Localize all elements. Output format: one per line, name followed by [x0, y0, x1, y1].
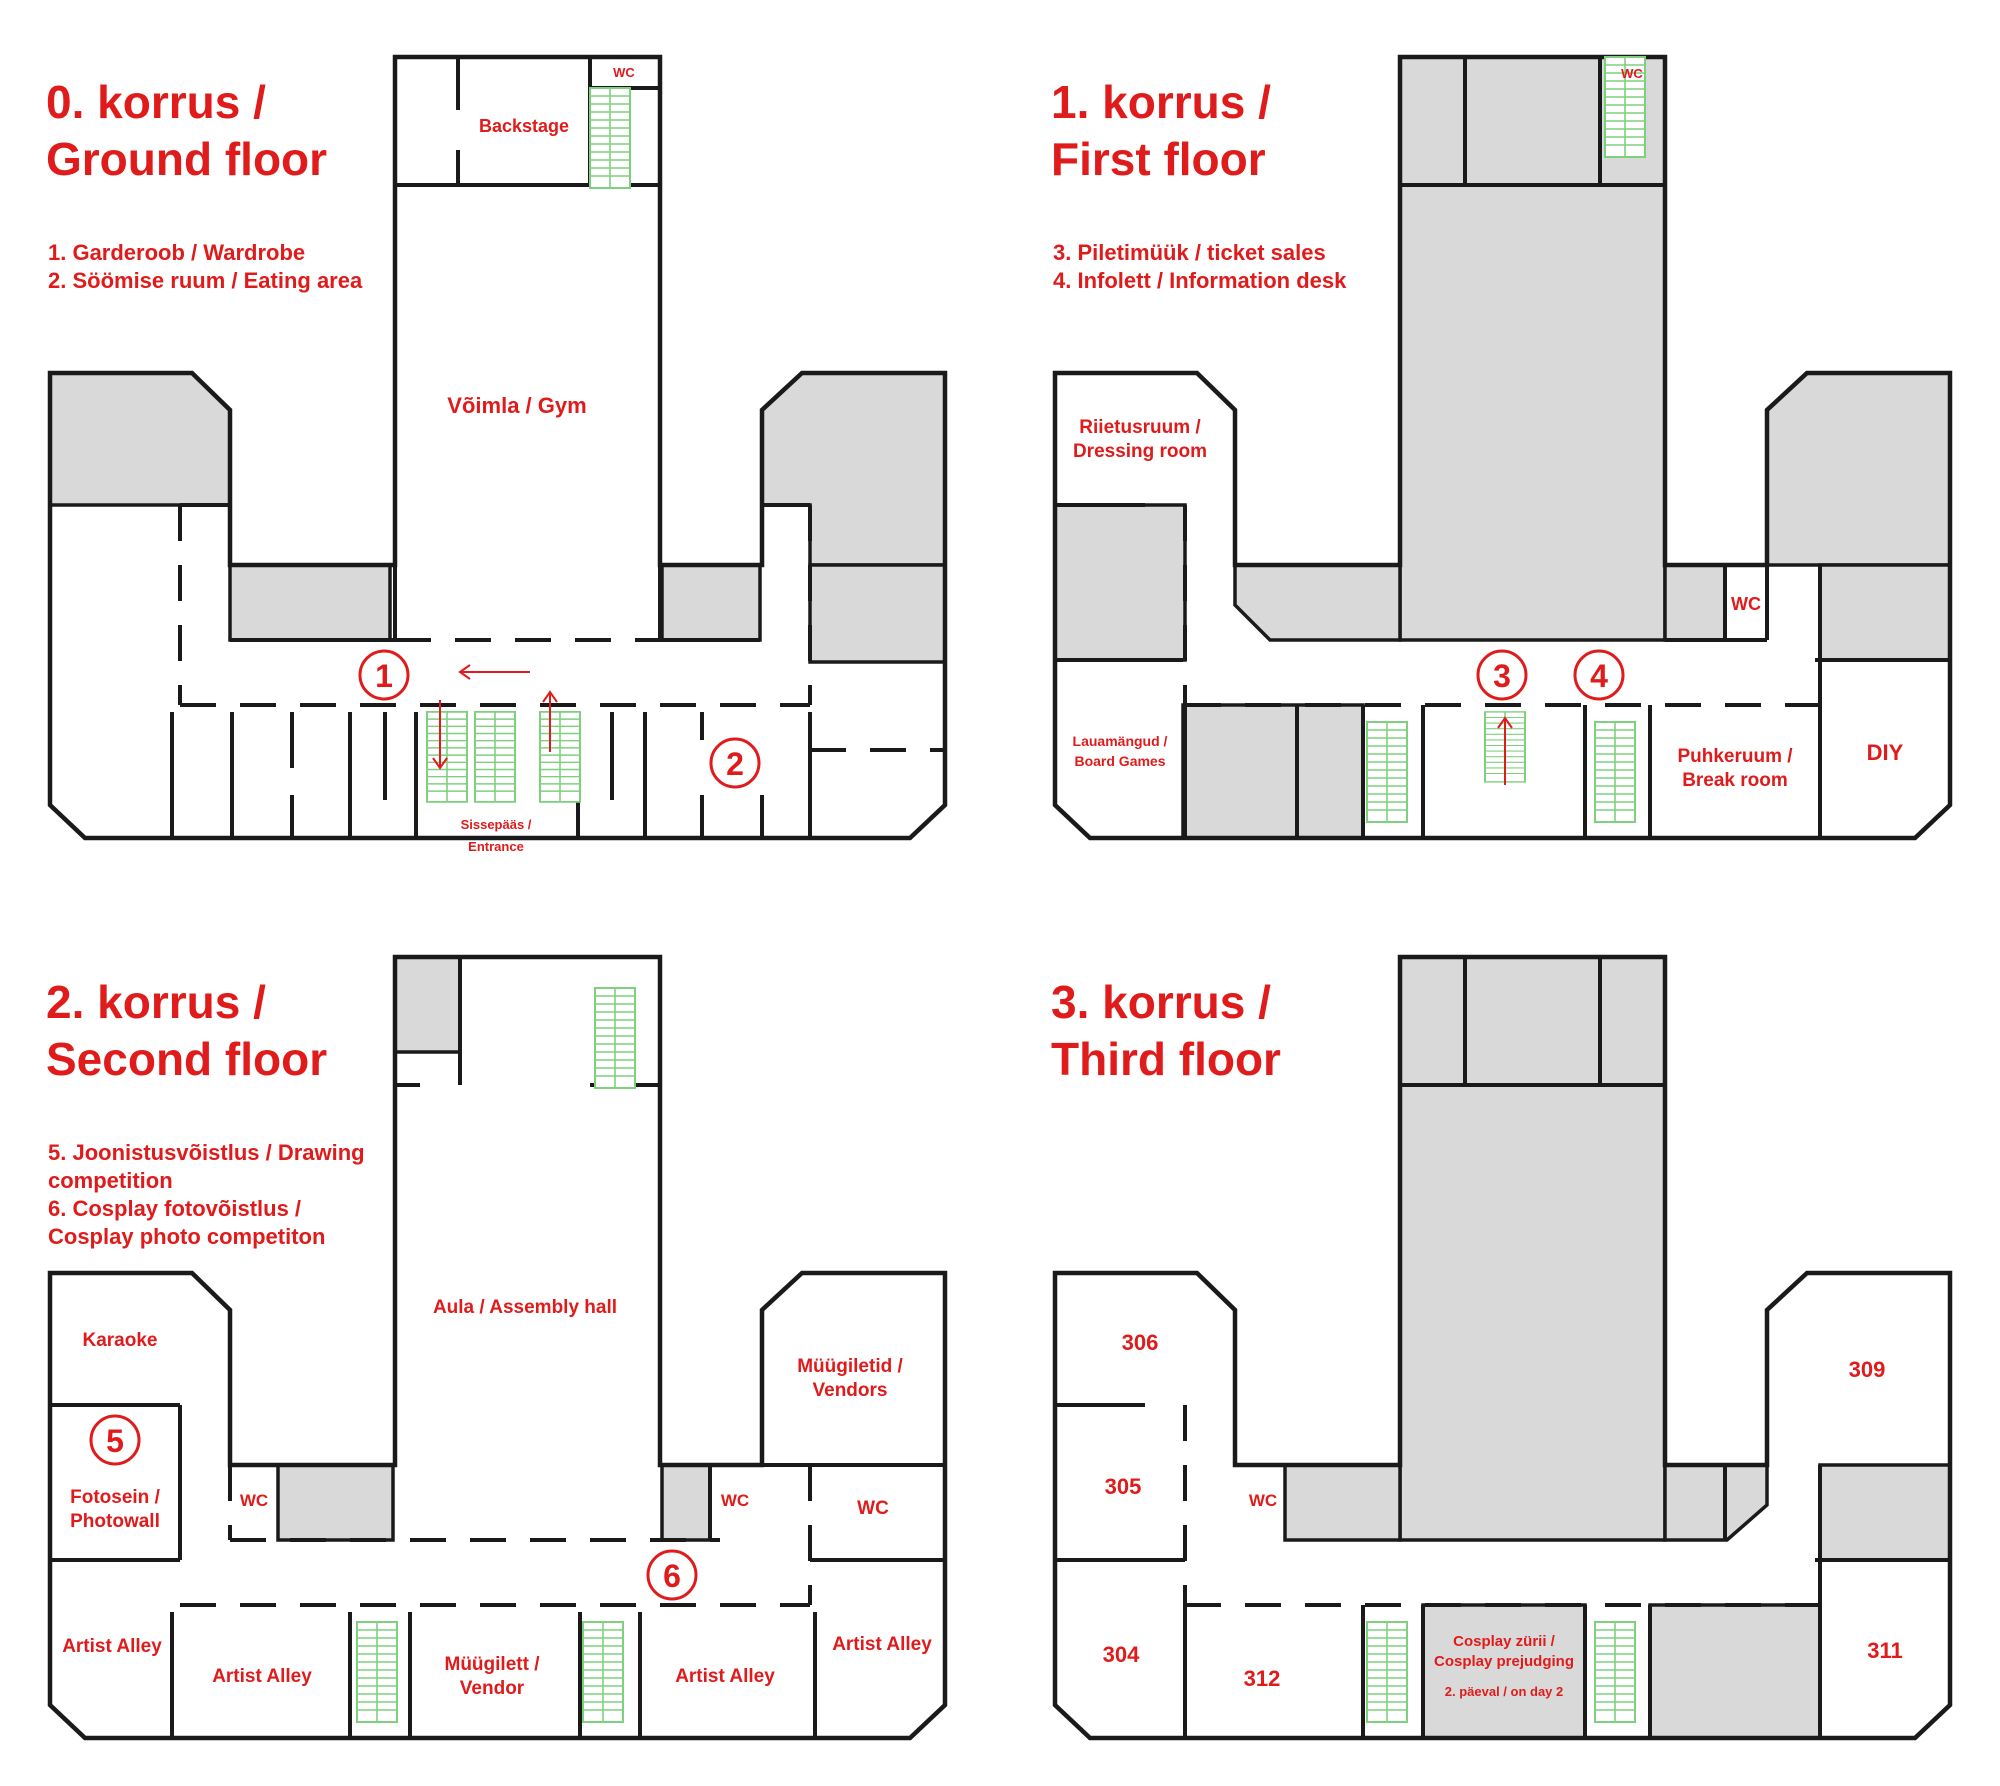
room-artist-alley-right: Artist Alley [832, 1634, 932, 1655]
ground-floor-title: 0. korrus / [46, 76, 266, 128]
first-legend-1: 3. Piletimüük / ticket sales [1053, 240, 1326, 265]
room-wc: WC [613, 65, 635, 80]
room-311: 311 [1867, 1638, 1903, 1663]
entrance-label-en: Entrance [468, 839, 524, 854]
svg-text:6: 6 [663, 1558, 681, 1594]
room-board-games: Lauamängud / [1073, 733, 1168, 749]
marker-5-drawing-competition: 5 [89, 1414, 141, 1466]
room-artist-alley-mid: Artist Alley [675, 1666, 775, 1687]
svg-text:2: 2 [726, 746, 744, 782]
marker-1-wardrobe: 1 [358, 649, 410, 701]
marker-4-info-desk: 4 [1573, 649, 1625, 701]
room-gym: Võimla / Gym [447, 393, 586, 418]
second-floor-plan: 2. korrus / Second floor 5. Joonistusvõi… [46, 954, 948, 1741]
ground-floor-title-en: Ground floor [46, 133, 327, 185]
room-dressing: Riietusruum / [1079, 417, 1201, 438]
room-309: 309 [1849, 1357, 1886, 1382]
third-floor-title: 3. korrus / [1051, 976, 1271, 1028]
third-floor-title-en: Third floor [1051, 1033, 1281, 1085]
second-legend-1: 5. Joonistusvõistlus / Drawing [48, 1140, 365, 1165]
marker-2-eating-area: 2 [709, 737, 761, 789]
ground-legend-1: 1. Garderoob / Wardrobe [48, 240, 305, 265]
first-floor-title-en: First floor [1051, 133, 1266, 185]
third-floor-plan: 3. korrus / Third floor 306 309 305 WC 3… [1051, 954, 1953, 1741]
room-306: 306 [1122, 1330, 1159, 1355]
svg-text:1: 1 [375, 658, 393, 694]
room-aula: Aula / Assembly hall [433, 1297, 617, 1318]
room-photowall-en: Photowall [70, 1511, 160, 1532]
room-cosplay-jury-day: 2. päeval / on day 2 [1445, 1684, 1564, 1699]
room-wc: WC [1731, 594, 1761, 614]
room-cosplay-jury: Cosplay zürii / [1453, 1633, 1556, 1650]
second-legend-2: competition [48, 1168, 173, 1193]
room-wc-left: WC [240, 1491, 268, 1510]
room-break: Puhkeruum / [1677, 746, 1793, 767]
room-wc: WC [1249, 1491, 1277, 1510]
svg-text:4: 4 [1590, 658, 1608, 694]
room-artist-alley-far-left: Artist Alley [62, 1636, 162, 1657]
svg-text:5: 5 [106, 1423, 124, 1459]
room-dressing-en: Dressing room [1073, 441, 1207, 462]
second-floor-title: 2. korrus / [46, 976, 266, 1028]
room-wc-top: WC [1621, 66, 1643, 81]
room-karaoke: Karaoke [83, 1330, 158, 1351]
room-backstage: Backstage [479, 116, 569, 136]
room-wc-mid: WC [721, 1491, 749, 1510]
room-312: 312 [1244, 1666, 1281, 1691]
room-vendor: Müügilett / [445, 1654, 541, 1675]
room-artist-alley-left: Artist Alley [212, 1666, 312, 1687]
room-board-games-en: Board Games [1074, 753, 1165, 769]
second-legend-3: 6. Cosplay fotovõistlus / [48, 1196, 301, 1221]
ground-legend-2: 2. Söömise ruum / Eating area [48, 268, 363, 293]
svg-text:3: 3 [1493, 658, 1511, 694]
room-wc-right: WC [857, 1498, 889, 1519]
ground-floor-plan: 0. korrus / Ground floor 1. Garderoob / … [46, 54, 948, 854]
second-legend-4: Cosplay photo competiton [48, 1224, 325, 1249]
marker-3-ticket-sales: 3 [1476, 649, 1528, 701]
first-floor-title: 1. korrus / [1051, 76, 1271, 128]
entrance-label: Sissepääs / [461, 817, 532, 832]
room-vendor-en: Vendor [460, 1678, 525, 1699]
second-floor-title-en: Second floor [46, 1033, 327, 1085]
first-floor-plan: 1. korrus / First floor 3. Piletimüük / … [1051, 54, 1953, 841]
room-cosplay-jury-en: Cosplay prejudging [1434, 1653, 1574, 1670]
room-vendors: Müügiletid / [797, 1356, 903, 1377]
room-305: 305 [1105, 1474, 1142, 1499]
room-diy: DIY [1867, 740, 1904, 765]
room-vendors-en: Vendors [813, 1380, 888, 1401]
first-legend-2: 4. Infolett / Information desk [1053, 268, 1347, 293]
room-photowall: Fotosein / [70, 1487, 160, 1508]
room-break-en: Break room [1682, 770, 1788, 791]
marker-6-cosplay-photo: 6 [646, 1549, 698, 1601]
room-304: 304 [1103, 1642, 1140, 1667]
